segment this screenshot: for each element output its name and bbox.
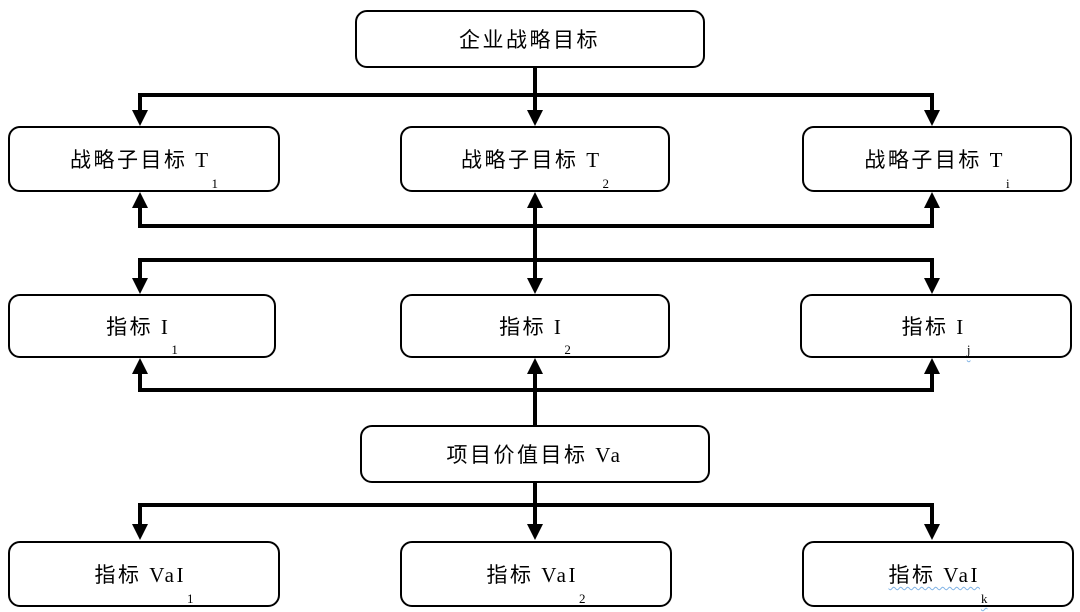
node-label-subscript: 2 xyxy=(578,591,586,606)
node-label: 战略子目标 T xyxy=(460,148,602,172)
node-label-subscript: 1 xyxy=(171,342,178,357)
connector-root-to-tier1 xyxy=(132,68,940,126)
node-label-subscript: 2 xyxy=(564,342,571,357)
node-label: 指标 I xyxy=(499,315,564,339)
connector-t2-i2-bidirectional xyxy=(527,192,543,294)
node-label-subscript: 1 xyxy=(211,176,219,191)
node-label-subscript: j xyxy=(966,342,971,357)
connector-va-to-tier2 xyxy=(132,483,940,540)
node-enterprise-strategic-goal: 企业战略目标 xyxy=(355,10,705,68)
node-label: 指标 VaI xyxy=(94,563,186,587)
node-label-subscript: i xyxy=(1005,176,1010,191)
node-label-subscript: 1 xyxy=(186,591,194,606)
node-label-subscript: 2 xyxy=(602,176,610,191)
node-project-value-goal-va: 项目价值目标 Va xyxy=(360,425,710,483)
node-label-subscript: k xyxy=(980,591,988,606)
node-label: 指标 VaI xyxy=(486,563,578,587)
node-label: 指标 VaI xyxy=(888,563,980,587)
node-label: 指标 I xyxy=(901,315,966,339)
node-label: 企业战略目标 xyxy=(459,28,600,52)
connector-va-to-metrics-up xyxy=(132,358,940,425)
node-label: 战略子目标 T xyxy=(864,148,1005,172)
node-label: 战略子目标 T xyxy=(69,148,211,172)
node-label: 项目价值目标 Va xyxy=(446,443,623,467)
node-label: 指标 I xyxy=(106,315,171,339)
